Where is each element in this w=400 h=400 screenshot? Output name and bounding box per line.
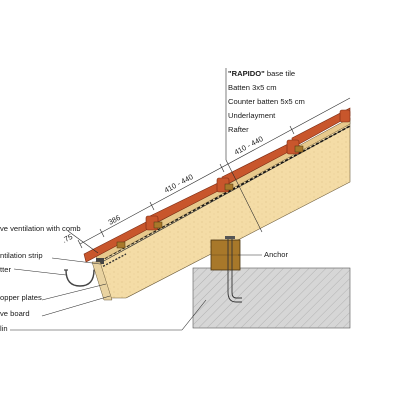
dimension-tick: [289, 125, 295, 135]
concrete-hatch: [193, 268, 350, 328]
legend-item: Rafter: [228, 125, 249, 134]
anchor-bolt: [225, 236, 242, 303]
gutter: [65, 269, 95, 287]
dimension-label: 410 - 440: [163, 172, 195, 195]
batten: [116, 241, 126, 249]
eave-comb: [96, 258, 104, 264]
legend-item: Counter batten 5x5 cm: [228, 97, 305, 106]
dimension-label: .75: [61, 232, 74, 245]
leader-copper-plates: [41, 283, 107, 301]
dimension-tick: [149, 201, 155, 211]
label-gutter: tter: [0, 265, 11, 274]
dimension-tick: [99, 228, 105, 238]
batten: [224, 183, 234, 191]
leader-ventilation-strip: [51, 257, 101, 265]
dimension-tick: [219, 163, 225, 173]
ventilation-strip: [99, 253, 127, 269]
dimension-line: [79, 97, 351, 245]
legend-item: Batten 3x5 cm: [228, 83, 277, 92]
dimension-label: 410 - 440: [233, 134, 265, 157]
label-anchor: Anchor: [264, 250, 289, 259]
dimension-label: 386: [107, 213, 122, 227]
leader-eave-board: [41, 295, 111, 317]
rafter-grain: [98, 118, 350, 298]
legend-item: Underlayment: [228, 111, 276, 120]
leader-gutter: [13, 268, 67, 276]
label-copper-plates: opper plates: [0, 293, 42, 302]
legend-title: "RAPIDO" base tile: [228, 69, 295, 78]
tiles: [83, 107, 351, 263]
batten: [153, 221, 163, 229]
dimension-tick: [77, 239, 83, 249]
label-eave-ventilation: ve ventilation with comb: [0, 224, 81, 233]
legend-title-bold: "RAPIDO": [228, 69, 265, 78]
leader-lin-diag: [181, 299, 207, 331]
legend-title-rest: base tile: [265, 69, 295, 78]
leader-legend-diag: [225, 159, 263, 233]
label-lin: lin: [0, 324, 8, 333]
label-eave-board: ve board: [0, 309, 30, 318]
underlayment: [95, 125, 351, 264]
leader-ventilation-comb: [67, 230, 99, 254]
eave-board: [91, 261, 113, 301]
batten: [294, 145, 304, 153]
tile-nose: [339, 109, 351, 123]
label-ventilation-strip: ntilation strip: [0, 251, 43, 260]
